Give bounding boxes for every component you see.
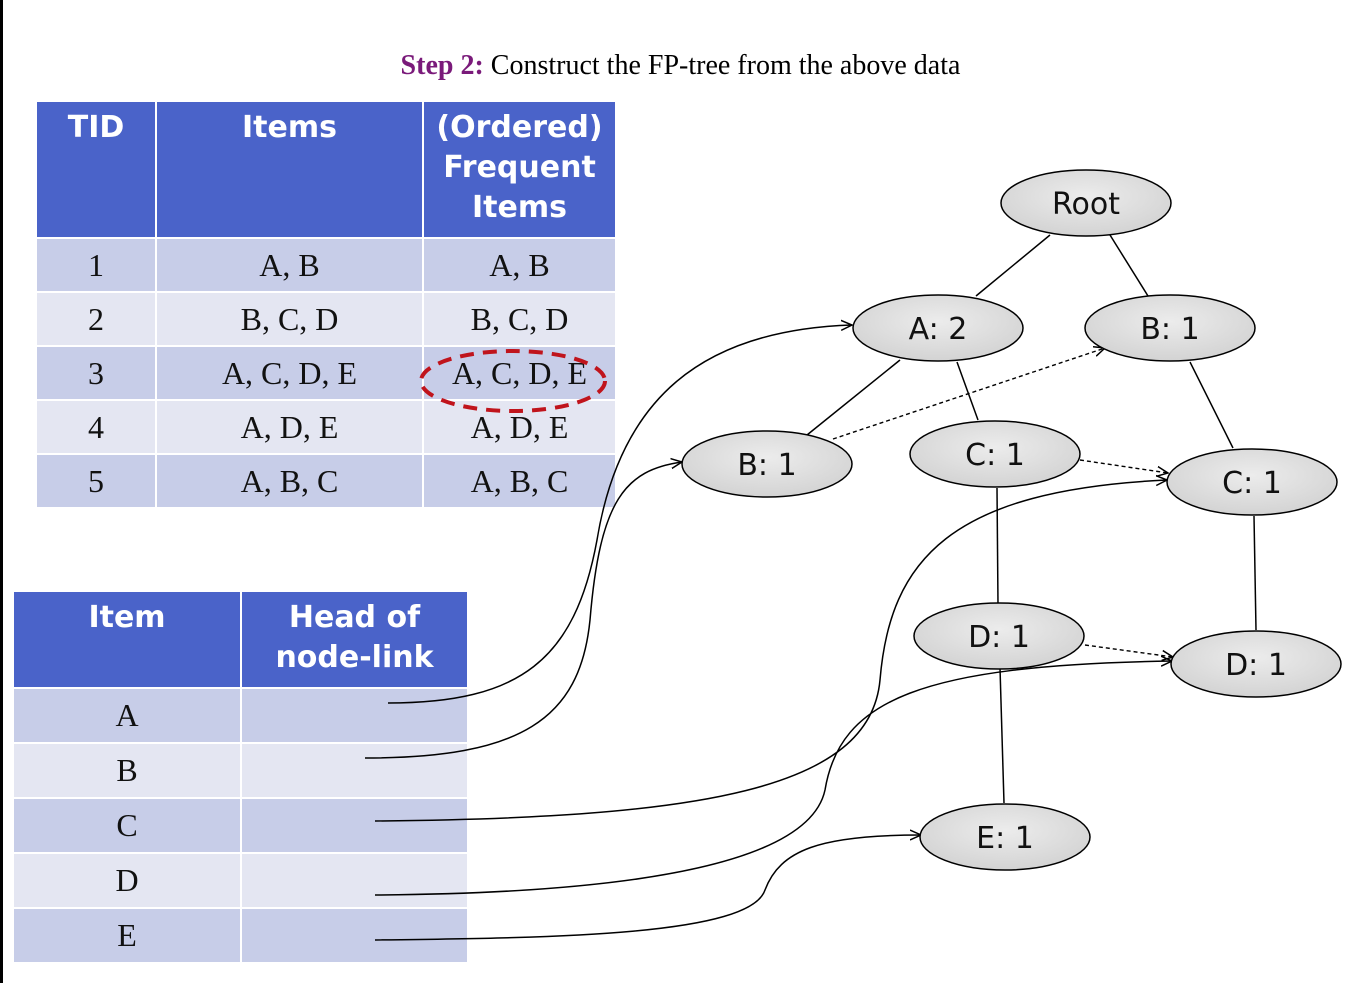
node-e1-label: E: 1 (976, 821, 1034, 856)
item-cell: E (12, 907, 242, 964)
header-items: Items (155, 100, 424, 239)
head-link-e (374, 835, 921, 941)
item-cell: C (12, 797, 242, 854)
table-row: 5 A, B, C A, B, C (35, 453, 617, 509)
ordered-items-cell: A, B (422, 237, 617, 293)
head-link-b (364, 462, 682, 759)
ordered-items-cell: B, C, D (422, 291, 617, 347)
items-cell: A, C, D, E (155, 345, 424, 401)
node-b1-left-shape (681, 430, 853, 498)
header-ordered-frequent-items: (Ordered) Frequent Items (422, 100, 617, 239)
node-c1-mid: C: 1 (909, 420, 1081, 488)
table-row: 2 B, C, D B, C, D (35, 291, 617, 347)
ordered-items-cell: A, C, D, E (422, 345, 617, 401)
node-d1-mid-shape (913, 602, 1085, 670)
node-root: Root (1000, 169, 1172, 237)
edge-b1-c1 (1189, 361, 1234, 449)
node-link-cell (240, 687, 469, 744)
header-node-link: Head of node-link (240, 590, 469, 689)
edge-root-a2 (975, 234, 1051, 297)
edge-c1-d1 (996, 487, 999, 606)
node-link-cell (240, 852, 469, 909)
head-link-a (387, 325, 852, 704)
node-b1-top-label: B: 1 (1140, 312, 1199, 347)
items-cell: A, B (155, 237, 424, 293)
table-row: A (12, 687, 469, 744)
table-row: 4 A, D, E A, D, E (35, 399, 617, 455)
node-c1-mid-label: C: 1 (965, 438, 1025, 473)
node-link-cell (240, 742, 469, 799)
edge-d1-e1 (999, 667, 1005, 804)
node-b1-top: B: 1 (1084, 294, 1256, 362)
highlight-ellipse (419, 349, 607, 413)
node-root-shape (1000, 169, 1172, 237)
node-c1-mid-shape (909, 420, 1081, 488)
tid-cell: 1 (35, 237, 157, 293)
node-link-b (832, 348, 1105, 440)
table-row: 3 A, C, D, E A, C, D, E (35, 345, 617, 401)
node-d1-right: D: 1 (1170, 630, 1342, 698)
node-a2-shape (852, 294, 1024, 362)
node-c1-right-label: C: 1 (1222, 466, 1282, 501)
header-table: Item Head of node-link A B C D E (12, 590, 469, 964)
node-e1: E: 1 (919, 803, 1091, 871)
edge-c1-d1-right (1253, 515, 1257, 631)
header-item: Item (12, 590, 242, 689)
tid-cell: 2 (35, 291, 157, 347)
node-links (832, 348, 1173, 657)
table-row: D (12, 852, 469, 909)
step-label: Step 2: (400, 50, 484, 81)
items-cell: A, B, C (155, 453, 424, 509)
head-link-d (374, 661, 1172, 896)
table-row: E (12, 907, 469, 964)
node-link-c (1079, 459, 1168, 473)
node-a2-label: A: 2 (909, 312, 968, 347)
node-c1-right-shape (1166, 448, 1338, 516)
node-e1-shape (919, 803, 1091, 871)
node-b1-left: B: 1 (681, 430, 853, 498)
item-cell: D (12, 852, 242, 909)
tree-edges (806, 234, 1257, 804)
tid-cell: 5 (35, 453, 157, 509)
items-cell: A, D, E (155, 399, 424, 455)
node-link-d (1084, 644, 1173, 657)
tid-cell: 4 (35, 399, 157, 455)
node-b1-top-shape (1084, 294, 1256, 362)
header-tid: TID (35, 100, 157, 239)
node-d1-mid: D: 1 (913, 602, 1085, 670)
tid-cell: 3 (35, 345, 157, 401)
head-link-c (374, 480, 1167, 822)
left-border-line (0, 0, 3, 983)
node-d1-right-shape (1170, 630, 1342, 698)
node-b1-left-label: B: 1 (737, 448, 796, 483)
header-links (364, 325, 1172, 941)
node-d1-mid-label: D: 1 (968, 620, 1030, 655)
ordered-items-cell: A, B, C (422, 453, 617, 509)
node-d1-right-label: D: 1 (1225, 648, 1287, 683)
edge-a2-c1 (956, 361, 979, 421)
edge-a2-b1 (806, 359, 901, 436)
item-cell: A (12, 687, 242, 744)
table-row: 1 A, B A, B (35, 237, 617, 293)
items-cell: B, C, D (155, 291, 424, 347)
node-c1-right: C: 1 (1166, 448, 1338, 516)
node-link-cell (240, 907, 469, 964)
page-title: Step 2: Construct the FP-tree from the a… (0, 50, 1361, 82)
transaction-table: TID Items (Ordered) Frequent Items 1 A, … (35, 100, 617, 509)
node-link-cell (240, 797, 469, 854)
table-row: C (12, 797, 469, 854)
node-root-label: Root (1052, 187, 1120, 222)
step-description: Construct the FP-tree from the above dat… (483, 50, 961, 81)
edge-root-b1 (1109, 234, 1149, 297)
table-row: B (12, 742, 469, 799)
item-cell: B (12, 742, 242, 799)
node-a2: A: 2 (852, 294, 1024, 362)
